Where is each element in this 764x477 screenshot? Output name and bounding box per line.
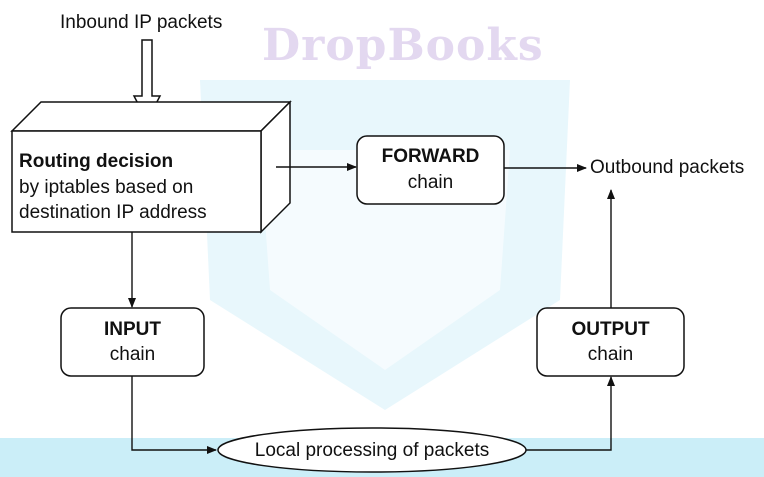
output-title: OUTPUT — [571, 319, 650, 340]
local-processing-label: Local processing of packets — [254, 440, 490, 461]
input-title: INPUT — [104, 319, 161, 340]
forward-sub: chain — [407, 172, 454, 193]
local-to-output-arrow — [526, 376, 615, 451]
input-sub: chain — [109, 344, 156, 365]
routing-line2: by iptables based on — [19, 177, 194, 198]
forward-title: FORWARD — [381, 146, 480, 167]
forward-chain-box — [356, 135, 505, 205]
routing-decision-box — [10, 100, 292, 234]
outbound-label: Outbound packets — [590, 157, 745, 178]
watermark-text: DropBooks — [262, 20, 544, 71]
output-sub: chain — [587, 344, 634, 365]
input-to-local-arrow — [131, 376, 217, 454]
inbound-label: Inbound IP packets — [60, 12, 223, 33]
routing-title: Routing decision — [19, 151, 174, 172]
routing-line3: destination IP address — [19, 202, 207, 223]
